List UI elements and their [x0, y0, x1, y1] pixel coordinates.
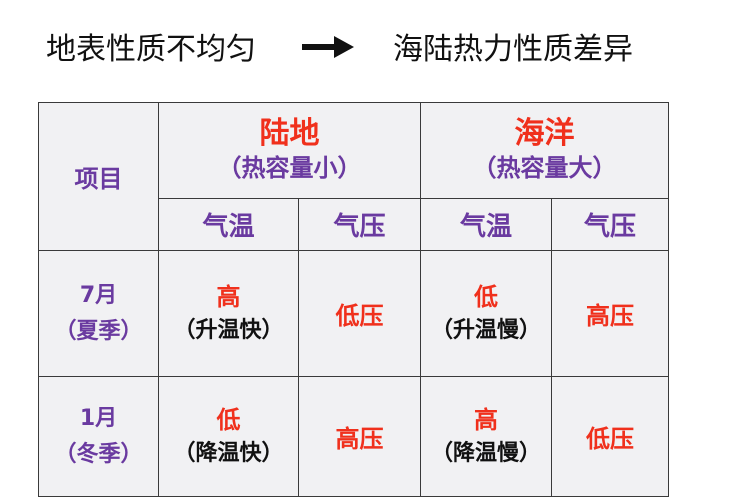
item-label: 项目	[74, 165, 123, 193]
sea-title: 海洋	[514, 115, 575, 151]
heading-left: 地表性质不均匀	[46, 32, 256, 67]
sea-pressure-cell: 低压	[551, 376, 669, 497]
heading-right: 海陆热力性质差异	[393, 32, 633, 67]
sea-temp-value: 高	[474, 406, 498, 435]
sea-temp-note: （升温慢）	[430, 317, 541, 343]
season-month: 1月	[79, 406, 118, 432]
land-title: 陆地	[259, 115, 320, 151]
sea-temp-note: （降温慢）	[430, 440, 541, 466]
right-arrow-icon	[302, 36, 354, 58]
comparison-table: 项目 陆地 （热容量小） 海洋 （热容量大） 气温 气压 气温 气压 7月 （夏…	[38, 102, 669, 497]
sea-pressure-value: 低压	[586, 425, 634, 453]
season-name: （夏季）	[54, 318, 143, 344]
season-name: （冬季）	[54, 441, 143, 467]
land-temp-value: 低	[216, 406, 241, 435]
table-row: 1月 （冬季） 低 （降温快） 高压 高 （降温慢） 低压	[38, 376, 669, 497]
sea-subtitle: （热容量大）	[472, 153, 617, 182]
land-pressure-header: 气压	[298, 198, 421, 251]
season-month: 7月	[79, 283, 118, 309]
land-header-cell: 陆地 （热容量小）	[158, 102, 421, 199]
land-pressure-value: 低压	[335, 302, 384, 330]
land-temp-cell: 低 （降温快）	[158, 376, 299, 497]
item-header-cell: 项目	[38, 102, 159, 251]
sea-temp-cell: 低 （升温慢）	[420, 250, 552, 377]
sea-pressure-cell: 高压	[551, 250, 669, 377]
sea-pressure-value: 高压	[586, 302, 634, 330]
land-temp-note: （升温快）	[173, 317, 284, 343]
season-cell: 7月 （夏季）	[38, 250, 159, 377]
sea-temp-header: 气温	[420, 198, 552, 251]
table-row: 7月 （夏季） 高 （升温快） 低压 低 （升温慢） 高压	[38, 250, 669, 377]
column-label: 气压	[583, 212, 636, 242]
sea-temp-value: 低	[474, 283, 498, 312]
column-label: 气温	[459, 212, 512, 242]
land-subtitle: （热容量小）	[217, 153, 362, 182]
table-header-row: 项目 陆地 （热容量小） 海洋 （热容量大）	[38, 102, 669, 251]
land-temp-cell: 高 （升温快）	[158, 250, 299, 377]
land-temp-header: 气温	[158, 198, 299, 251]
land-pressure-cell: 高压	[298, 376, 421, 497]
land-pressure-cell: 低压	[298, 250, 421, 377]
sea-temp-cell: 高 （降温慢）	[420, 376, 552, 497]
sea-header-cell: 海洋 （热容量大）	[420, 102, 669, 199]
land-temp-value: 高	[216, 283, 241, 312]
season-cell: 1月 （冬季）	[38, 376, 159, 497]
sea-pressure-header: 气压	[551, 198, 669, 251]
column-label: 气压	[333, 212, 386, 242]
land-pressure-value: 高压	[335, 425, 384, 453]
land-temp-note: （降温快）	[173, 440, 284, 466]
column-label: 气温	[202, 212, 255, 242]
